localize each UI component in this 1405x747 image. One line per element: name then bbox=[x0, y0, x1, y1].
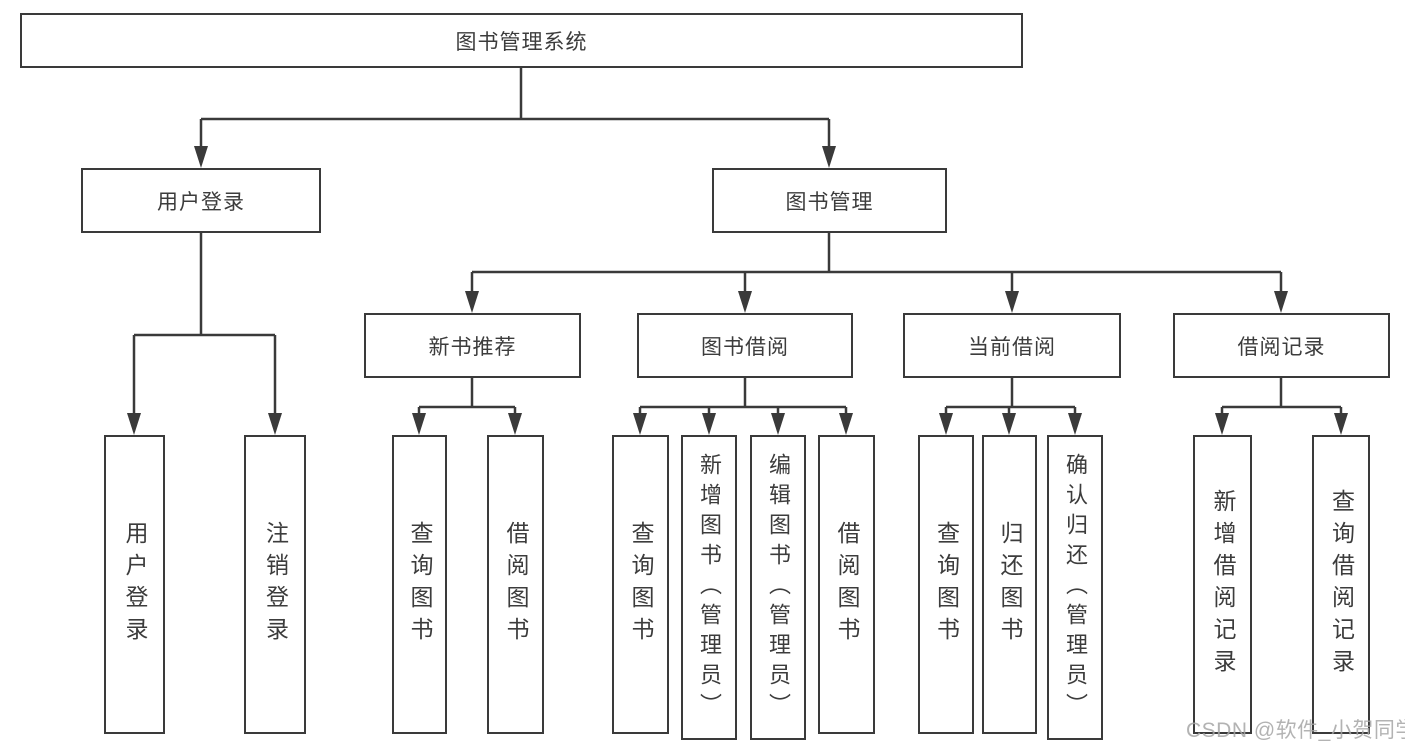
node-new-book-recommend: 新书推荐 bbox=[364, 313, 581, 378]
leaf-query-borrow-record: 查询借阅记录 bbox=[1312, 435, 1370, 734]
leaf-borrow-query-book: 查询图书 bbox=[612, 435, 669, 734]
leaf-user-login: 用户登录 bbox=[104, 435, 165, 734]
leaf-confirm-return-admin: 确认归还（管理员） bbox=[1047, 435, 1103, 740]
node-current-borrow: 当前借阅 bbox=[903, 313, 1121, 378]
node-borrow-record: 借阅记录 bbox=[1173, 313, 1390, 378]
node-book-borrow: 图书借阅 bbox=[637, 313, 853, 378]
node-root: 图书管理系统 bbox=[20, 13, 1023, 68]
leaf-return-book: 归还图书 bbox=[982, 435, 1037, 734]
node-user-login: 用户登录 bbox=[81, 168, 321, 233]
leaf-rec-borrow-book: 借阅图书 bbox=[487, 435, 544, 734]
csdn-watermark: CSDN @软件_小贺同学 bbox=[1186, 719, 1405, 742]
leaf-borrow-borrow-book: 借阅图书 bbox=[818, 435, 875, 734]
arrowheads bbox=[127, 146, 1348, 435]
leaf-current-query-book: 查询图书 bbox=[918, 435, 974, 734]
leaf-add-book-admin: 新增图书（管理员） bbox=[681, 435, 737, 740]
leaf-add-borrow-record: 新增借阅记录 bbox=[1193, 435, 1252, 734]
leaf-logout: 注销登录 bbox=[244, 435, 306, 734]
node-book-management: 图书管理 bbox=[712, 168, 947, 233]
leaf-edit-book-admin: 编辑图书（管理员） bbox=[750, 435, 806, 740]
leaf-rec-query-book: 查询图书 bbox=[392, 435, 447, 734]
